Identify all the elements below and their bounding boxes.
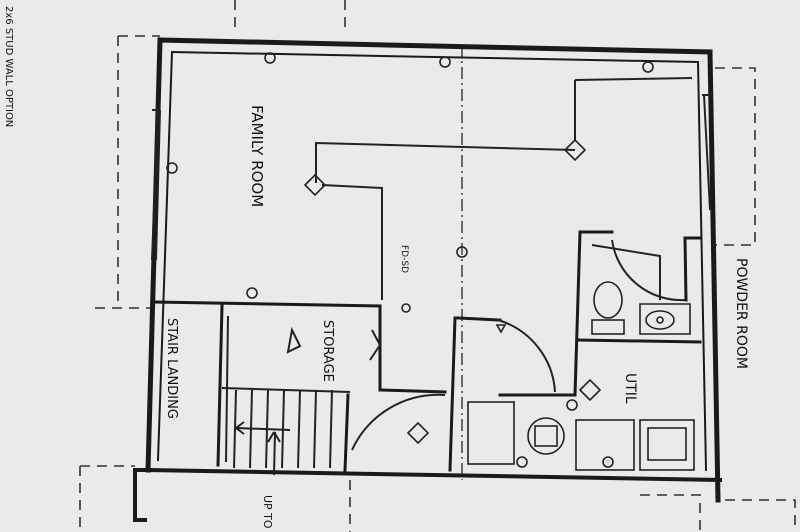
door-swings xyxy=(286,239,686,451)
label-util: UTIL xyxy=(622,373,638,404)
stairs xyxy=(221,387,351,476)
label-floor-drain: FD-SD xyxy=(399,245,409,273)
exterior-walls xyxy=(133,37,723,522)
interior-walls xyxy=(153,230,702,472)
label-powder-room: POWDER ROOM xyxy=(733,258,749,369)
label-storage: STORAGE xyxy=(320,320,335,382)
label-stair-landing: STAIR LANDING xyxy=(164,318,179,419)
dashed-outline xyxy=(79,0,796,532)
label-stud-wall-option: 2x6 STUD WALL OPTION xyxy=(3,6,14,127)
label-family-room: FAMILY ROOM xyxy=(248,105,266,207)
fixtures xyxy=(166,52,695,471)
electrical-lines xyxy=(315,77,693,300)
label-up-to: UP TO xyxy=(261,495,274,529)
